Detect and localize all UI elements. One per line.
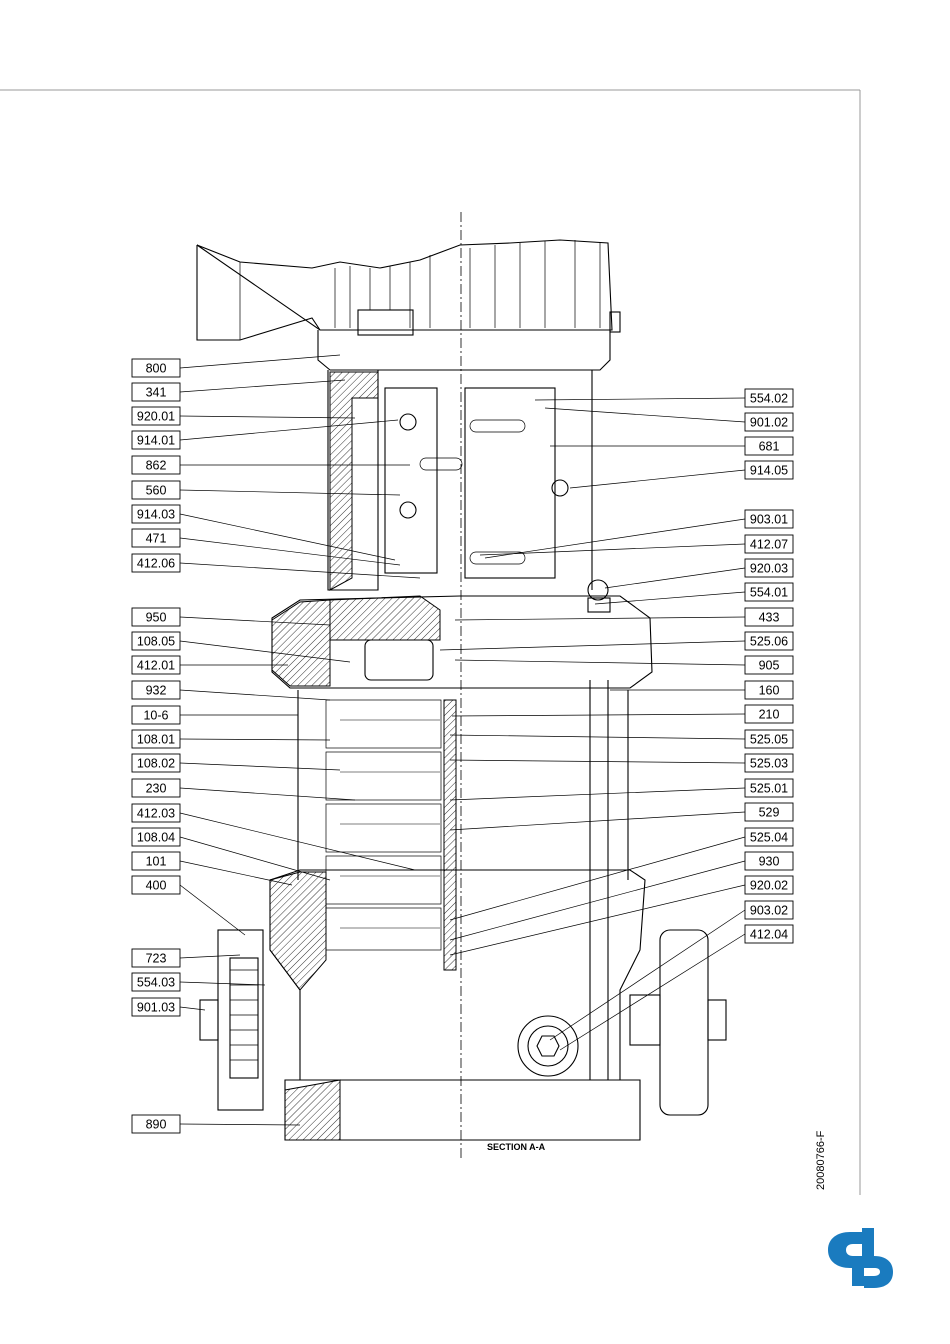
left-leader-line [180, 690, 330, 700]
right-leader-line [455, 617, 745, 620]
right-callout-label: 905 [759, 659, 780, 673]
left-leader-line [180, 538, 400, 565]
left-leader-line [180, 355, 340, 368]
left-callout-label: 800 [146, 362, 167, 376]
right-callout-label: 681 [759, 440, 780, 454]
left-leader-line [180, 563, 420, 578]
left-leader-line [180, 885, 245, 935]
right-callout-label: 529 [759, 806, 780, 820]
left-leader-line [180, 1124, 300, 1125]
left-callout-label: 471 [146, 532, 167, 546]
right-leader-line [450, 861, 745, 940]
right-callout-label: 412.07 [750, 538, 788, 552]
left-callout-label: 400 [146, 879, 167, 893]
right-leader-line [535, 398, 745, 400]
callouts-right: 554.02 901.02 681 914.05 903.01 412.07 920.03 5… [440, 389, 793, 1050]
right-callout-label: 433 [759, 611, 780, 625]
left-callout-label: 341 [146, 386, 167, 400]
right-leader-line [605, 568, 745, 588]
left-callout-label: 914.01 [137, 434, 175, 448]
right-callout-label: 554.01 [750, 586, 788, 600]
pump-stages [298, 680, 628, 1080]
left-leader-line [180, 837, 330, 880]
right-callout-label: 920.03 [750, 562, 788, 576]
dp-logo [828, 1228, 893, 1288]
right-callout-label: 525.03 [750, 757, 788, 771]
section-label: SECTION A-A [487, 1142, 546, 1152]
left-callout-label: 890 [146, 1118, 167, 1132]
right-callout-label: 210 [759, 708, 780, 722]
left-callout-label: 412.01 [137, 659, 175, 673]
right-leader-line [450, 735, 745, 739]
right-leader-line [452, 714, 745, 716]
right-callout-label: 412.04 [750, 928, 788, 942]
left-leader-line [180, 739, 330, 740]
left-callout-label: 723 [146, 952, 167, 966]
right-leader-line [595, 592, 745, 604]
left-leader-line [180, 788, 355, 800]
lantern [328, 370, 592, 590]
left-leader-line [180, 490, 400, 495]
right-leader-line [480, 544, 745, 555]
right-leader-line [450, 812, 745, 830]
left-leader-line [180, 416, 355, 418]
right-callout-label: 525.04 [750, 831, 788, 845]
right-leader-line [485, 519, 745, 558]
pump-base [200, 870, 726, 1140]
right-leader-line [450, 760, 745, 763]
right-callout-label: 525.05 [750, 733, 788, 747]
left-leader-line [180, 982, 265, 985]
left-callout-label: 932 [146, 684, 167, 698]
left-callout-label: 108.05 [137, 635, 175, 649]
pump-head [272, 580, 652, 688]
right-callout-label: 901.02 [750, 416, 788, 430]
left-callout-label: 950 [146, 611, 167, 625]
left-callout-label: 412.03 [137, 807, 175, 821]
left-callout-label: 10-6 [143, 709, 168, 723]
callouts-left: 800 341 920.01 914.01 862 560 914.03 471 412.06 9… [132, 355, 420, 1133]
right-leader-line [550, 910, 745, 1040]
left-leader-line [180, 1007, 205, 1010]
right-callout-label: 525.01 [750, 782, 788, 796]
drawing-code: 20080766-F [815, 1130, 827, 1190]
right-callout-label: 930 [759, 855, 780, 869]
left-callout-label: 108.04 [137, 831, 175, 845]
right-leader-line [560, 934, 745, 1050]
left-callout-label: 914.03 [137, 508, 175, 522]
left-callout-label: 412.06 [137, 557, 175, 571]
motor [197, 240, 620, 370]
left-callout-label: 230 [146, 782, 167, 796]
left-leader-line [180, 763, 340, 770]
right-callout-label: 160 [759, 684, 780, 698]
right-leader-line [440, 641, 745, 650]
left-callout-label: 920.01 [137, 410, 175, 424]
right-leader-line [450, 885, 745, 955]
left-callout-label: 554.03 [137, 976, 175, 990]
left-leader-line [180, 514, 395, 560]
left-callout-label: 862 [146, 459, 167, 473]
right-callout-label: 903.02 [750, 904, 788, 918]
right-leader-line [570, 470, 745, 488]
left-leader-line [180, 420, 398, 440]
left-leader-line [180, 380, 345, 392]
right-callout-label: 914.05 [750, 464, 788, 478]
right-leader-line [545, 408, 745, 422]
right-callout-label: 903.01 [750, 513, 788, 527]
left-callout-label: 101 [146, 855, 167, 869]
left-callout-label: 901.03 [137, 1001, 175, 1015]
right-callout-label: 525.06 [750, 635, 788, 649]
right-callout-label: 554.02 [750, 392, 788, 406]
left-callout-label: 108.02 [137, 757, 175, 771]
left-callout-label: 560 [146, 484, 167, 498]
left-callout-label: 108.01 [137, 733, 175, 747]
right-leader-line [455, 660, 745, 665]
right-leader-line [450, 788, 745, 800]
right-leader-line [450, 837, 745, 920]
right-callout-label: 920.02 [750, 879, 788, 893]
